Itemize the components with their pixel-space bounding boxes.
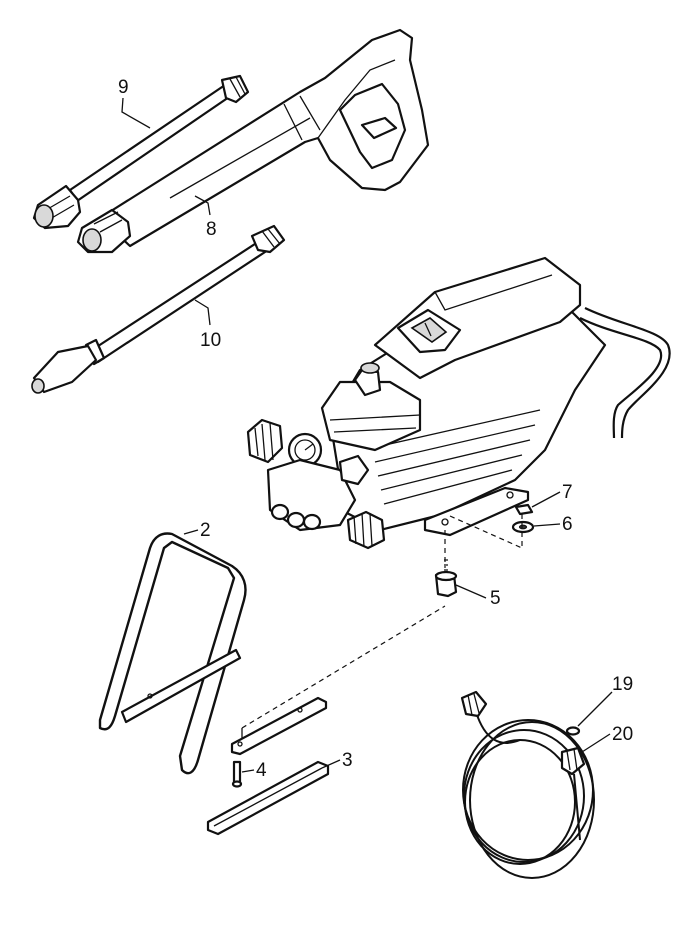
part-3-foot-rail: [206, 696, 330, 836]
svg-text:10: 10: [200, 330, 221, 351]
callout-3: 3: [321, 750, 353, 771]
svg-text:8: 8: [206, 219, 217, 240]
svg-text:3: 3: [342, 750, 353, 771]
part-10-nozzle-lance: [31, 224, 286, 394]
part-6-washer: [511, 520, 535, 534]
svg-text:7: 7: [562, 482, 573, 503]
svg-text:9: 9: [118, 77, 129, 98]
callout-2: 2: [183, 520, 211, 541]
svg-text:5: 5: [490, 588, 501, 609]
part-19-20-hose-assembly: [460, 690, 595, 879]
svg-text:20: 20: [612, 724, 633, 745]
part-5-rubber-foot: [434, 530, 458, 598]
callout-8: 8: [194, 195, 217, 240]
callout-7: 7: [531, 482, 573, 508]
callout-4: 4: [241, 760, 267, 781]
callout-19: 19: [577, 674, 633, 727]
pump-motor-assembly: [246, 256, 671, 550]
svg-text:4: 4: [256, 760, 267, 781]
svg-text:2: 2: [200, 520, 211, 541]
part-8-spray-gun: [76, 28, 430, 254]
callout-9: 9: [118, 77, 151, 129]
callout-5: 5: [455, 584, 501, 609]
part-9-extension-wand: [32, 74, 250, 230]
part-7-nut: [449, 503, 534, 549]
svg-text:6: 6: [562, 514, 573, 535]
part-4-screw: [231, 760, 243, 788]
callout-6: 6: [533, 514, 573, 535]
svg-text:19: 19: [612, 674, 633, 695]
callout-10: 10: [194, 299, 221, 351]
callout-20: 20: [581, 724, 633, 753]
part-2-frame: [98, 532, 446, 775]
